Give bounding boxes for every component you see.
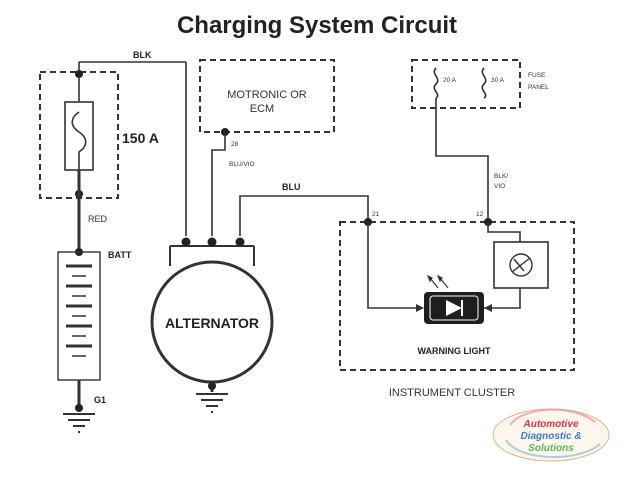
fuse-20a-label: 20 A xyxy=(443,77,457,84)
blkvio-wire xyxy=(435,98,489,218)
fuse-top-node xyxy=(75,70,83,78)
fuse-panel-box xyxy=(411,59,521,109)
pin-28-label: 28 xyxy=(231,141,239,148)
battery-ground-icon xyxy=(63,413,95,433)
fuse-panel-label-2: PANEL xyxy=(528,84,549,91)
fuse-150-label: 150 A xyxy=(122,130,159,146)
ecm-label: ECM xyxy=(250,103,274,115)
blu-wire xyxy=(239,195,369,236)
fuse-20a-icon xyxy=(433,67,439,99)
alternator-ground-icon xyxy=(196,393,228,413)
module-dial-mark xyxy=(513,258,525,272)
logo: Automotive Diagnostic & Solutions xyxy=(492,408,610,462)
fuse-30a-label: 30 A xyxy=(491,77,505,84)
arrow-from-gauge xyxy=(484,304,492,312)
alternator-ground-node xyxy=(208,382,216,390)
red-label: RED xyxy=(88,214,108,224)
bluvio-wire xyxy=(211,132,226,236)
alternator-label: ALTERNATOR xyxy=(165,315,259,331)
logo-line-2: Diagnostic & xyxy=(520,431,581,442)
battery-cells xyxy=(66,264,92,357)
alt-terminal-l xyxy=(235,237,245,247)
blkvio-label-1: BLK/ xyxy=(494,173,508,180)
pin-12-label: 12 xyxy=(476,211,484,218)
g1-node xyxy=(75,404,83,412)
logo-line-3: Solutions xyxy=(528,443,574,454)
diagram-title: Charging System Circuit xyxy=(177,12,457,39)
fuse-150-element xyxy=(71,78,87,170)
fuse-panel-label-1: FUSE xyxy=(528,72,546,79)
instrument-cluster-box xyxy=(339,221,575,371)
logo-line-1: Automotive xyxy=(523,419,579,430)
bluvio-label: BLU/VIO xyxy=(229,161,255,168)
pin-21-label: 21 xyxy=(372,211,380,218)
fuse-30a-icon xyxy=(481,67,487,99)
alt-terminal-s xyxy=(207,237,217,247)
module-dial-icon xyxy=(509,253,533,277)
arrow-into-lamp xyxy=(416,304,424,312)
batt-label: BATT xyxy=(108,250,132,260)
blu-label: BLU xyxy=(282,182,301,192)
cluster-wire-right xyxy=(484,288,521,309)
instrument-cluster-label: INSTRUMENT CLUSTER xyxy=(389,387,515,399)
motronic-ecm-box xyxy=(199,59,335,133)
cluster-wire-left xyxy=(367,222,416,309)
cluster-wire-to-gauge xyxy=(487,222,521,242)
motronic-label: MOTRONIC OR xyxy=(227,89,306,101)
warning-light-diode-icon xyxy=(446,300,462,316)
alt-terminal-b xyxy=(181,237,191,247)
warning-light-label: WARNING LIGHT xyxy=(418,346,491,356)
blk-label: BLK xyxy=(133,50,152,60)
light-rays-icon xyxy=(426,274,449,289)
g1-label: G1 xyxy=(94,395,106,405)
module-dial-needle xyxy=(511,257,531,273)
blkvio-label-2: VIO xyxy=(494,183,505,190)
